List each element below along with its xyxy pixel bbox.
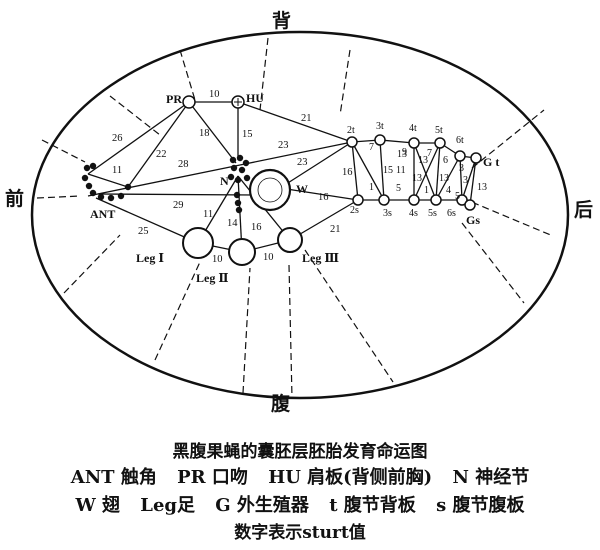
edge-value: 1 [369,182,374,193]
hu-node [231,95,245,109]
legend-line-1: ANT 触角 PR 口吻 HU 肩板(背侧前胸) N 神经节 [0,463,600,489]
s5-label: 5s [428,208,437,219]
t2-label: 2t [347,125,355,136]
s6-label: 6s [447,208,456,219]
posterior-label: 后 [574,199,593,221]
t5-label: 5t [435,125,443,136]
legend-line-2: W 翅 Leg足 G 外生殖器 t 腹节背板 s 腹节腹板 [0,491,600,517]
pr-node [182,95,196,109]
legend-item: s 腹节腹板 [436,495,525,516]
gs-label: Gs [466,213,480,227]
edge-value: 15 [383,165,393,176]
fate-map-edges [87,101,477,253]
leg2-label: Leg Ⅱ [196,271,228,285]
legend-item: HU 肩板(背侧前胸) [268,467,433,488]
edge-value: 15 [242,129,253,140]
edge-value: 26 [112,133,123,144]
s3-label: 3s [383,208,392,219]
wing-disc [248,168,292,212]
legend-item: PR 口吻 [177,467,248,488]
edge-value: 5 [455,191,460,202]
anterior-label: 前 [5,187,24,210]
figure-title: 黑腹果蝇的囊胚层胚胎发育命运图 [172,442,428,462]
n-ganglion-dots [227,154,251,214]
abdomen-sturt-values: 7 1 15 13 11 5 9 13 13 1 7 6 13 4 3 13 5… [369,142,487,202]
leg1-disc [182,227,214,259]
fate-map-diagram: 背 前 后 腹 PR HU ANT N W Leg Ⅰ Leg Ⅱ Leg Ⅲ … [5,9,593,415]
edge-value: 14 [227,218,238,229]
w-label: W [296,182,308,196]
gt-label: G t [483,155,499,169]
legend-item: ANT 触角 [70,467,157,488]
legend-item: t 腹节背板 [329,495,416,516]
ant-dots [81,162,132,202]
egg-outline [30,30,570,400]
edge-value: 11 [203,209,213,220]
pr-label: PR [166,92,182,106]
edge-value: 16 [251,222,262,233]
edge-value: 13 [418,155,428,166]
edge-value: 21 [330,224,341,235]
edge-value: 13 [397,149,407,160]
edge-value: 1 [424,185,429,196]
abdomen-nodes [346,134,482,211]
leg2-disc [228,238,256,266]
edge-value: 21 [301,113,312,124]
edge-value: 25 [138,226,149,237]
edge-value: 9 [402,147,407,158]
t4-label: 4t [409,123,417,134]
legend-item: G 外生殖器 [215,495,309,516]
edge-value: 23 [297,157,308,168]
edge-value: 11 [396,165,406,176]
edge-value: 13 [439,173,449,184]
edge-value: 5 [396,183,401,194]
s2-label: 2s [350,205,359,216]
t6-label: 6t [456,135,464,146]
edge-value: 7 [427,148,432,159]
s4-label: 4s [409,208,418,219]
legend-item: N 神经节 [452,467,530,488]
legend-item: Leg足 [140,495,195,516]
edge-value: 7 [369,142,374,153]
leg3-label: Leg Ⅲ [302,251,339,265]
edge-value: 10 [212,254,223,265]
edge-value: 3 [463,175,468,186]
dorsal-label: 背 [272,9,291,32]
sturt-values: 26 10 21 18 15 11 22 28 23 23 16 16 29 1… [112,89,353,265]
ventral-label: 腹 [270,392,291,415]
t3-label: 3t [376,121,384,132]
edge-value: 13 [412,173,422,184]
edge-value: 10 [209,89,220,100]
leg1-label: Leg Ⅰ [136,251,164,265]
sturt-note: 数字表示sturt值 [234,523,366,543]
edge-value: 23 [278,140,289,151]
edge-value: 28 [178,159,189,170]
legend-item: W 翅 [75,495,120,516]
edge-value: 3 [459,163,464,174]
ant-label: ANT [90,207,115,221]
edge-value: 13 [477,182,487,193]
edge-value: 4 [446,185,451,196]
region-boundaries [36,37,554,399]
leg3-disc [277,227,303,253]
edge-value: 16 [342,167,353,178]
edge-value: 6 [443,155,448,166]
n-label: N [220,174,229,188]
edge-value: 10 [263,252,274,263]
edge-value: 18 [199,128,210,139]
edge-value: 16 [318,192,329,203]
hu-label: HU [246,91,264,105]
edge-value: 29 [173,200,184,211]
edge-value: 11 [112,165,122,176]
edge-value: 22 [156,149,167,160]
